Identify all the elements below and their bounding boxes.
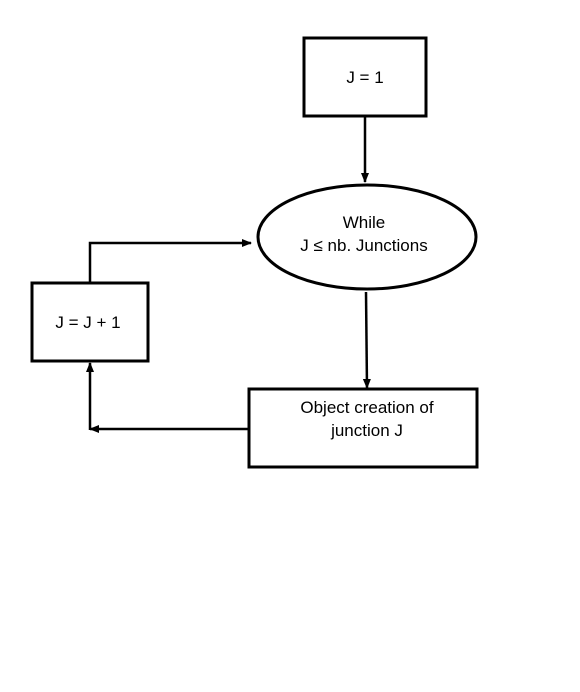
- init-node: J = 1: [302, 36, 428, 118]
- loop-condition-line1: While: [343, 213, 386, 232]
- init-box: [302, 36, 428, 118]
- object-creation-box: [247, 387, 479, 469]
- object-creation-line1: Object creation of: [300, 398, 434, 417]
- loop-condition-line2: J ≤ nb. Junctions: [300, 236, 427, 255]
- increment-box: [30, 281, 150, 363]
- object-creation-line2: junction J: [330, 421, 403, 440]
- init-label: J = 1: [346, 68, 383, 87]
- loop-condition-node: While J ≤ nb. Junctions: [256, 183, 478, 291]
- increment-label: J = J + 1: [55, 313, 120, 332]
- arrow-increment-to-condition: [88, 239, 252, 282]
- object-creation-node: Object creation of junction J: [247, 387, 479, 469]
- arrow-condition-to-creation: [362, 291, 371, 389]
- loop-condition-ellipse: [256, 183, 478, 291]
- increment-node: J = J + 1: [30, 281, 150, 363]
